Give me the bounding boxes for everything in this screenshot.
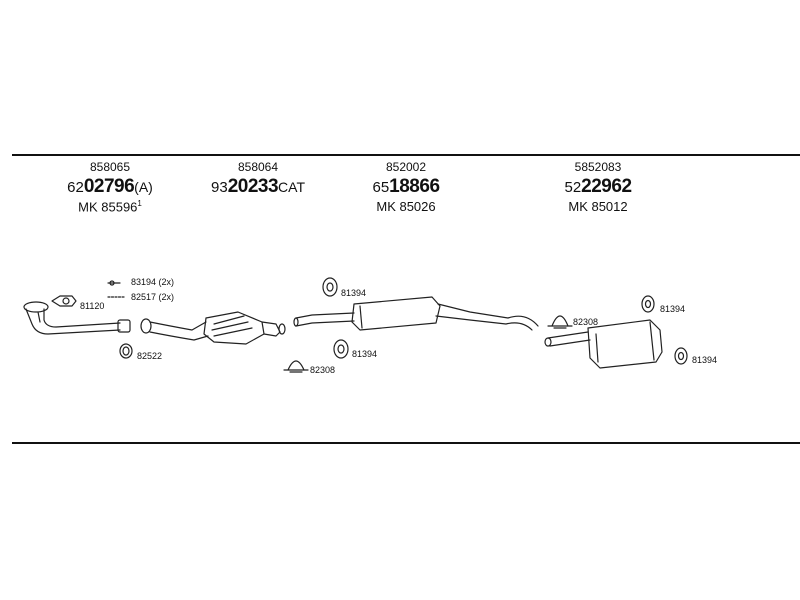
part-group-front-pipe: 858065 6202796(A) MK 855961 [20,161,200,213]
label-81394-d: 81394 [692,355,718,365]
part-number: 5222962 [564,176,632,197]
middle-silencer-drawing [293,296,539,331]
part-code: 852002 [385,160,427,174]
hanger-81394-b-drawing [333,339,349,359]
label-81394-a: 81394 [341,288,367,298]
clamp-82308-b-drawing [547,315,573,329]
part-number: 6202796(A) [67,176,153,197]
clamp-82308-a-drawing [283,360,309,373]
front-pipe-drawing [23,301,131,335]
gasket-81120-drawing [51,295,77,307]
label-81120: 81120 [80,301,105,311]
hanger-81394-a-drawing [322,277,338,297]
clamp-83194-drawing [107,280,125,298]
catalyst-drawing [140,311,286,345]
part-group-rear-silencer: 5852083 5222962 MK 85012 [508,161,688,213]
part-code: 858064 [237,160,279,174]
part-code: 858065 [89,160,131,174]
part-group-catalyst: 858064 9320233CAT [168,161,348,200]
rear-silencer-drawing [544,319,663,369]
part-number: 6518866 [372,176,440,197]
label-82522: 82522 [137,351,163,361]
hanger-81394-c-drawing [641,295,655,313]
top-rule [12,154,800,156]
mk-number: MK 85026 [376,199,436,214]
part-code: 5852083 [574,160,622,174]
label-81394-b: 81394 [352,349,378,359]
mk-number: MK 855961 [78,199,142,215]
mk-number: MK 85012 [568,199,628,214]
label-82308-a: 82308 [310,365,336,375]
part-number: 9320233CAT [211,176,305,197]
bottom-rule [12,442,800,444]
ring-82522-drawing [119,343,133,359]
label-83194: 83194 (2x) [131,277,175,287]
label-81394-c: 81394 [660,304,686,314]
hanger-81394-d-drawing [674,347,688,365]
part-group-middle-silencer: 852002 6518866 MK 85026 [316,161,496,213]
label-82308-b: 82308 [573,317,599,327]
label-82517: 82517 (2x) [131,292,175,302]
